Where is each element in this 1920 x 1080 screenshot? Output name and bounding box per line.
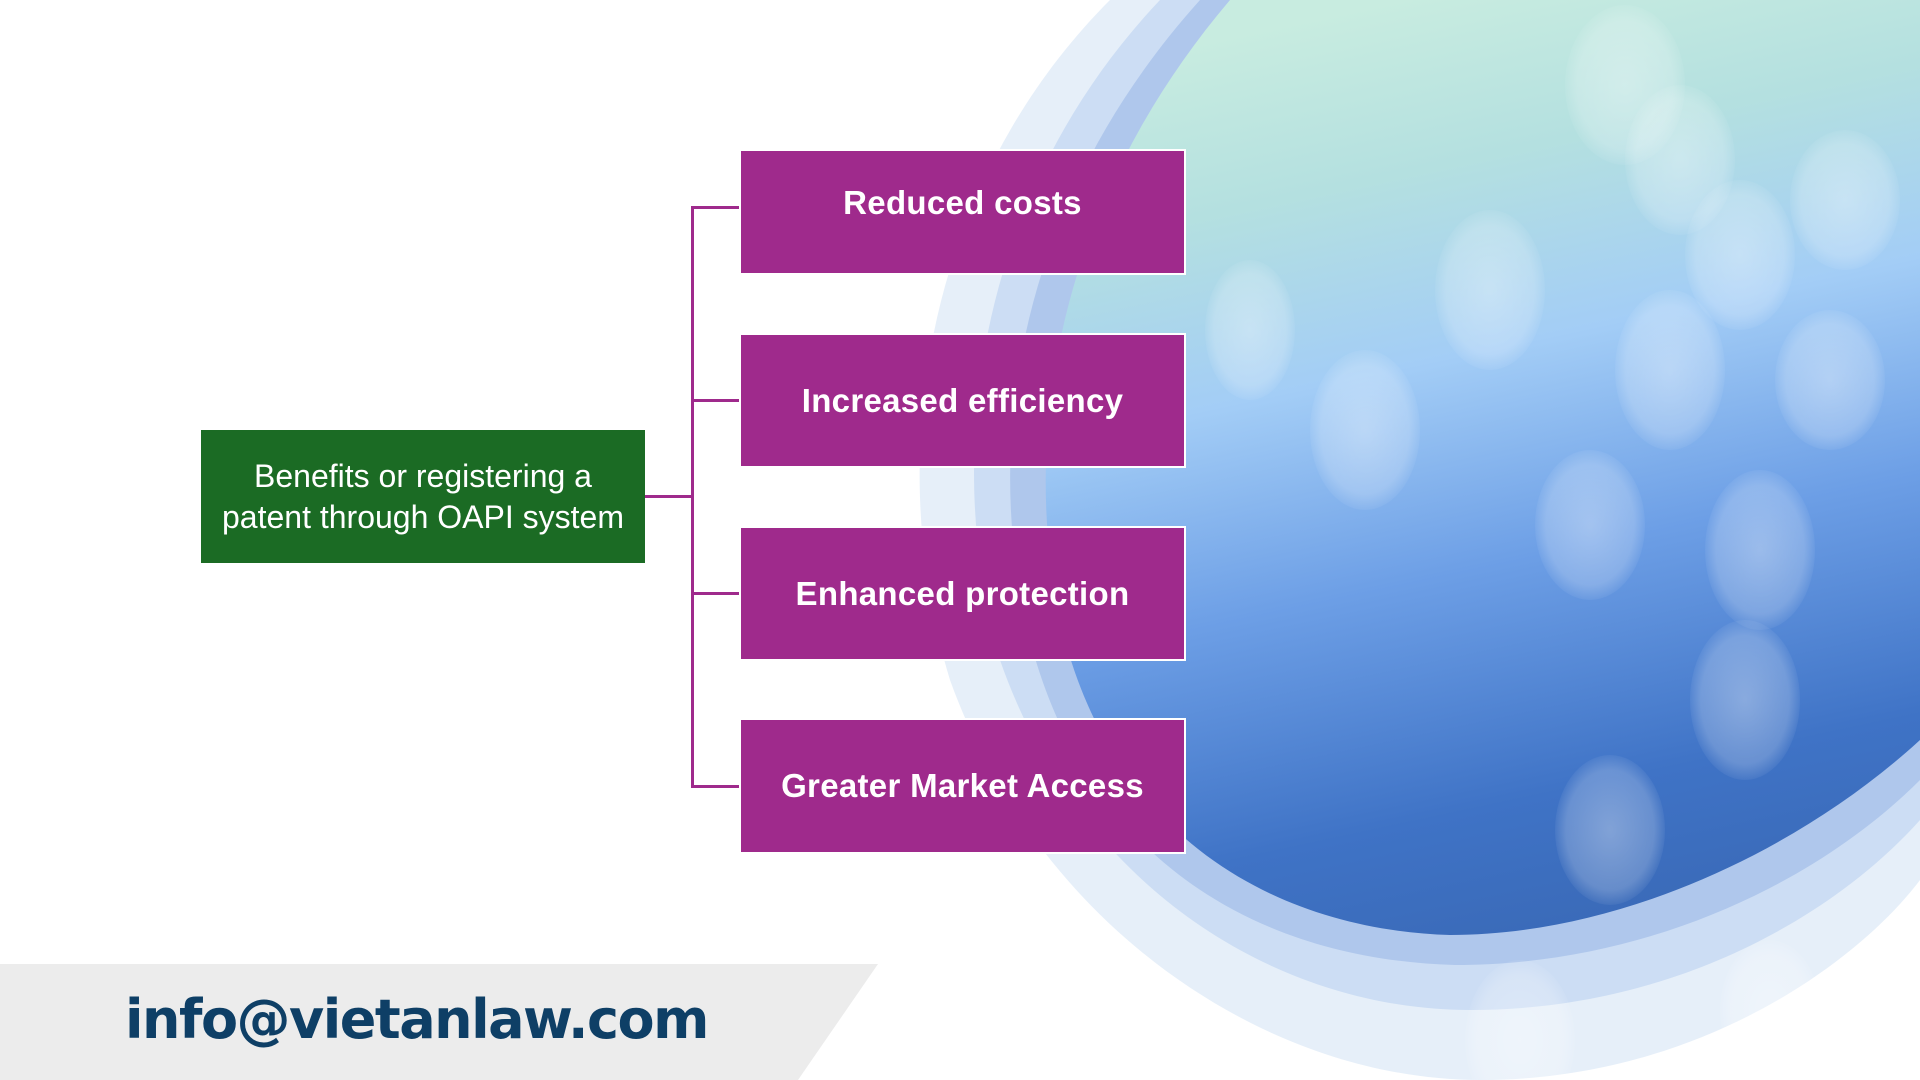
connector-branch-1: [691, 206, 739, 209]
root-node: Benefits or registering a patent through…: [201, 430, 645, 563]
branch-label: Reduced costs: [843, 184, 1082, 221]
branch-label: Increased efficiency: [801, 381, 1124, 419]
branch-node-greater-market-access: Greater Market Access: [739, 718, 1186, 854]
connector-branch-2: [691, 399, 739, 402]
branch-label: Greater Market Access: [781, 767, 1144, 804]
connector-branch-4: [691, 785, 739, 788]
contact-email: info@vietanlaw.com: [125, 988, 709, 1051]
connector-stub-root: [645, 495, 693, 498]
branch-node-reduced-costs: Reduced costs: [739, 149, 1186, 275]
footer-band: [0, 964, 878, 1080]
connector-branch-3: [691, 592, 739, 595]
branch-label: Enhanced protection: [795, 574, 1130, 612]
branch-node-increased-efficiency: Increased efficiency: [739, 333, 1186, 468]
connector-vertical-trunk: [691, 206, 694, 788]
branch-node-enhanced-protection: Enhanced protection: [739, 526, 1186, 661]
root-node-label: Benefits or registering a patent through…: [222, 457, 624, 535]
